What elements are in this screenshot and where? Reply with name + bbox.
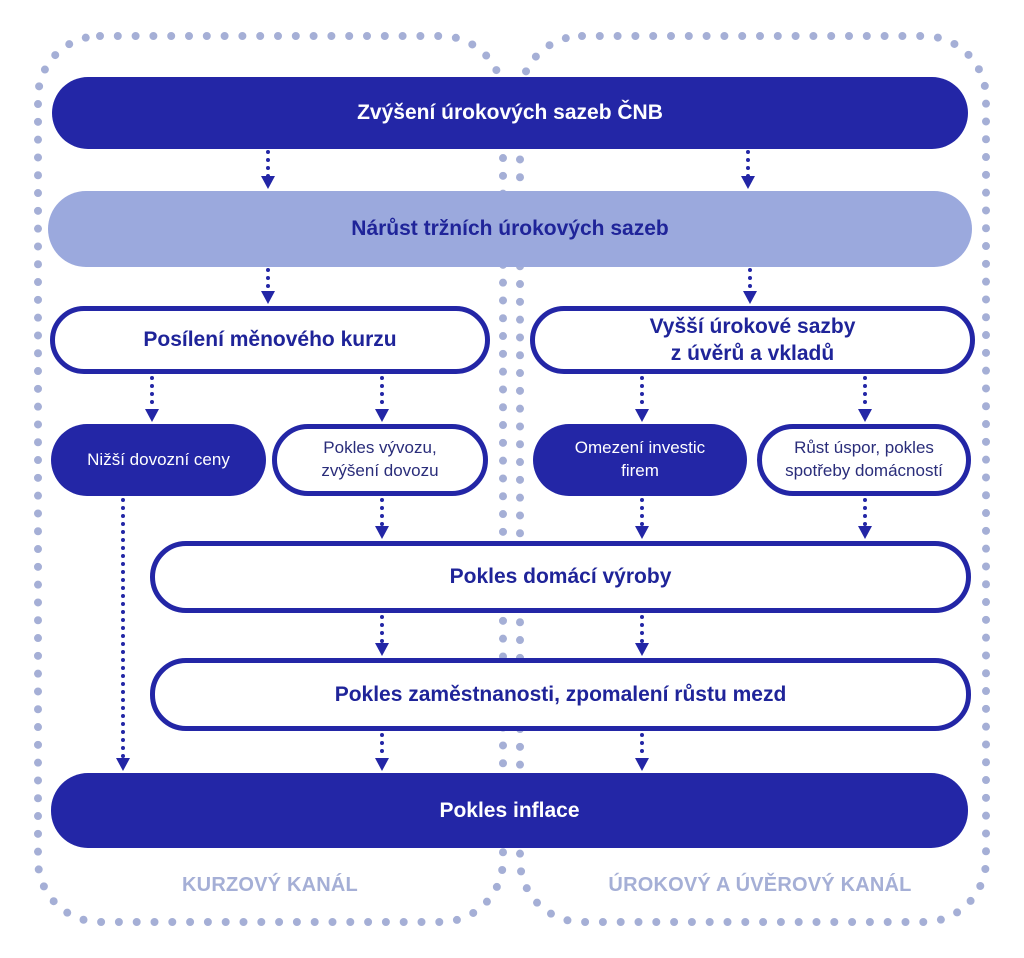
arrow-cnb-to-market-left: [261, 150, 275, 189]
arrow-investment-to-output: [635, 498, 649, 539]
arrow-output-to-employment-left: [375, 615, 389, 656]
arrow-head-icon: [375, 409, 389, 422]
arrow-head-icon: [741, 176, 755, 189]
arrow-loan-rates-to-investment: [635, 376, 649, 422]
node-cnb-rate-hike-label: Zvýšení úrokových sazeb ČNB: [357, 101, 663, 124]
arrow-head-icon: [116, 758, 130, 771]
arrow-currency-to-import-prices: [145, 376, 159, 422]
exchange-rate-channel-label: KURZOVÝ KANÁL: [182, 874, 358, 896]
node-currency-appreciation-label: Posílení měnového kurzu: [143, 328, 397, 351]
arrow-cnb-to-market-right: [741, 150, 755, 189]
node-domestic-output-down-label: Pokles domácí výroby: [449, 565, 672, 588]
arrow-employment-to-inflation-left: [375, 733, 389, 771]
arrow-head-icon: [375, 758, 389, 771]
node-higher-loan-deposit-rates-label: Vyšší úrokové sazby z úvěrů a vkladů: [649, 314, 856, 365]
arrow-head-icon: [635, 758, 649, 771]
arrow-head-icon: [145, 409, 159, 422]
node-cnb-rate-hike: Zvýšení úrokových sazeb ČNB: [52, 77, 968, 149]
arrow-head-icon: [635, 409, 649, 422]
node-lower-import-prices: Nižší dovozní ceny: [51, 424, 266, 496]
exchange-rate-channel-loop: [34, 32, 507, 926]
node-savings-up-consumption-down: Růst úspor, pokles spotřeby domácností: [757, 424, 971, 496]
arrow-head-icon: [858, 526, 872, 539]
arrow-head-icon: [635, 643, 649, 656]
node-currency-appreciation: Posílení měnového kurzu: [50, 306, 490, 374]
arrow-savings-to-output: [858, 498, 872, 539]
interest-credit-channel-label: ÚROKOVÝ A ÚVĚROVÝ KANÁL: [608, 874, 912, 896]
arrow-head-icon: [375, 643, 389, 656]
node-employment-down-wages-slow: Pokles zaměstnanosti, zpomalení růstu me…: [150, 658, 971, 731]
node-employment-down-wages-slow-label: Pokles zaměstnanosti, zpomalení růstu me…: [334, 682, 787, 706]
arrow-loan-rates-to-savings: [858, 376, 872, 422]
arrow-market-to-loan-rates: [743, 268, 757, 304]
node-inflation-down: Pokles inflace: [51, 773, 968, 848]
node-lower-import-prices-label: Nižší dovozní ceny: [87, 449, 230, 469]
arrow-import-prices-to-inflation: [116, 498, 130, 771]
node-domestic-output-down: Pokles domácí výroby: [150, 541, 971, 613]
node-exports-down-imports-up: Pokles vývozu, zvýšení dovozu: [272, 424, 488, 496]
node-savings-up-consumption-down-label: Růst úspor, pokles spotřeby domácností: [785, 438, 943, 480]
node-market-rates-rise-label: Nárůst tržních úrokových sazeb: [351, 217, 669, 240]
arrow-head-icon: [261, 176, 275, 189]
arrow-market-to-currency: [261, 268, 275, 304]
arrow-head-icon: [858, 409, 872, 422]
arrow-employment-to-inflation-right: [635, 733, 649, 771]
arrow-head-icon: [635, 526, 649, 539]
node-limited-investment: Omezení investic firem: [533, 424, 747, 496]
interest-credit-channel-loop: [516, 32, 990, 926]
node-market-rates-rise: Nárůst tržních úrokových sazeb: [48, 191, 972, 267]
node-higher-loan-deposit-rates: Vyšší úrokové sazby z úvěrů a vkladů: [530, 306, 975, 374]
arrow-exports-to-output: [375, 498, 389, 539]
arrow-head-icon: [375, 526, 389, 539]
arrow-head-icon: [743, 291, 757, 304]
node-inflation-down-label: Pokles inflace: [439, 798, 580, 822]
arrow-currency-to-exports: [375, 376, 389, 422]
arrow-output-to-employment-right: [635, 615, 649, 656]
arrow-head-icon: [261, 291, 275, 304]
node-limited-investment-label: Omezení investic firem: [574, 438, 706, 480]
node-exports-down-imports-up-label: Pokles vývozu, zvýšení dovozu: [321, 438, 439, 480]
